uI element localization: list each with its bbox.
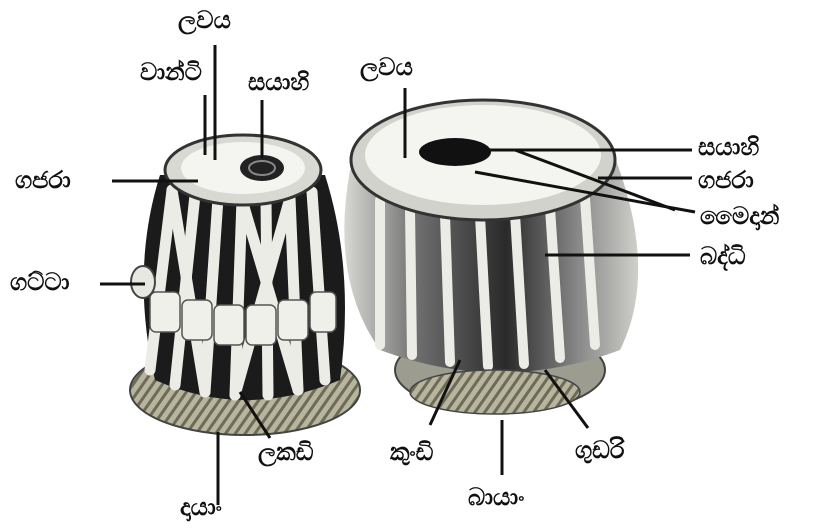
label-sayaahi-left: සයාහි — [248, 70, 309, 94]
label-kundi: කුංඩි — [390, 440, 433, 464]
label-lakadi: ලකඩි — [258, 440, 314, 464]
label-sayaahi-right: සයාහි — [698, 135, 759, 159]
label-gajara-right: ගජරා — [698, 168, 754, 192]
label-dayaam: දායාං — [180, 495, 222, 519]
bayan-drum — [344, 100, 638, 414]
label-gajara-left: ගජරා — [15, 168, 71, 192]
label-lavaya-right: ලවය — [360, 55, 413, 79]
bayan-sayaahi — [419, 138, 491, 166]
label-maidan: මෛදාන් — [700, 204, 779, 228]
label-gudari: ගුඩරි — [575, 438, 624, 462]
label-baayaam: බායාං — [468, 485, 524, 509]
dayan-sayaahi — [240, 155, 284, 181]
label-baddhi: බද්ධි — [700, 244, 746, 268]
dayan-gatta-end — [131, 266, 155, 298]
label-gatta: ගට්ටා — [10, 270, 70, 294]
label-vaanti: වාන්ටි — [140, 60, 202, 84]
label-lavaya-left: ලවය — [178, 8, 231, 32]
bayan-gudari — [410, 370, 580, 414]
